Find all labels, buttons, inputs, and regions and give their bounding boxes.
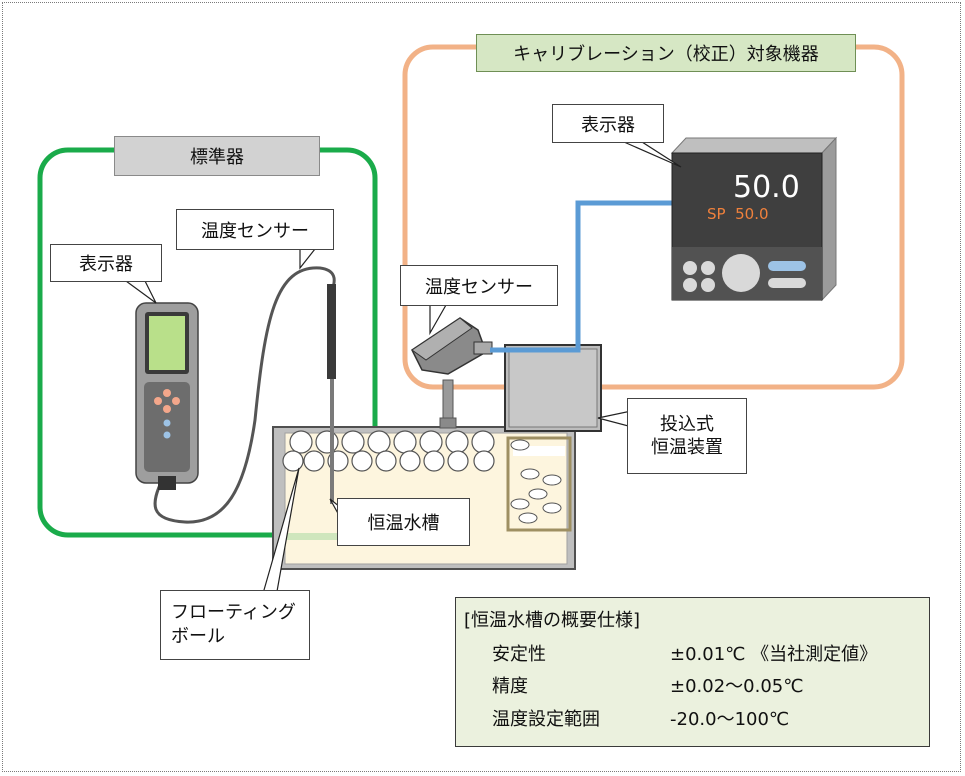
spec-box: [恒温水槽の概要仕様] 安定性 ±0.01℃ 《当社測定値》 精度 ±0.02～…: [455, 597, 930, 747]
target-sensor: [411, 317, 493, 429]
standard-probe: [327, 284, 336, 504]
spec-row-stability-value: ±0.01℃ 《当社測定値》: [670, 644, 878, 665]
controller-body: [670, 136, 838, 302]
signal-wire: [490, 200, 672, 353]
standard-label: 標準器: [114, 136, 320, 176]
floating-ball-callout: フローティング ボール: [160, 590, 310, 660]
controller-sp-label: SP: [707, 205, 726, 223]
spec-row-range-value: -20.0～100℃: [670, 709, 790, 730]
spec-heading: [恒温水槽の概要仕様]: [464, 610, 641, 631]
spec-row-accuracy-label: 精度: [492, 676, 528, 697]
floating-ball-line1: フローティング: [171, 601, 296, 623]
target-display-callout: 表示器: [552, 104, 664, 143]
target-sensor-callout: 温度センサー: [400, 265, 558, 306]
callout-pointers: [124, 141, 682, 598]
immersion-heater: [504, 344, 602, 532]
spec-row-range-label: 温度設定範囲: [492, 709, 600, 730]
floating-ball-line2: ボール: [171, 626, 225, 647]
immersion-unit-callout: 投込式 恒温装置: [627, 398, 747, 474]
immersion-unit-line2: 恒温装置: [651, 437, 723, 458]
calibration-target-label: キャリブレーション（校正）対象機器: [476, 34, 856, 72]
water-bath-callout: 恒温水槽: [337, 498, 470, 546]
immersion-unit-line1: 投込式: [660, 413, 714, 435]
spec-row-accuracy-value: ±0.02～0.05℃: [670, 676, 804, 697]
spec-row-stability-label: 安定性: [492, 644, 546, 665]
std-display-callout: 表示器: [50, 244, 162, 282]
handheld-meter: [135, 266, 336, 524]
std-sensor-callout: 温度センサー: [176, 209, 334, 250]
controller-pv-readout: 50.0: [733, 170, 800, 205]
controller-sp-value: 50.0: [735, 205, 769, 223]
controller-sp-readout: SP 50.0: [707, 205, 769, 223]
